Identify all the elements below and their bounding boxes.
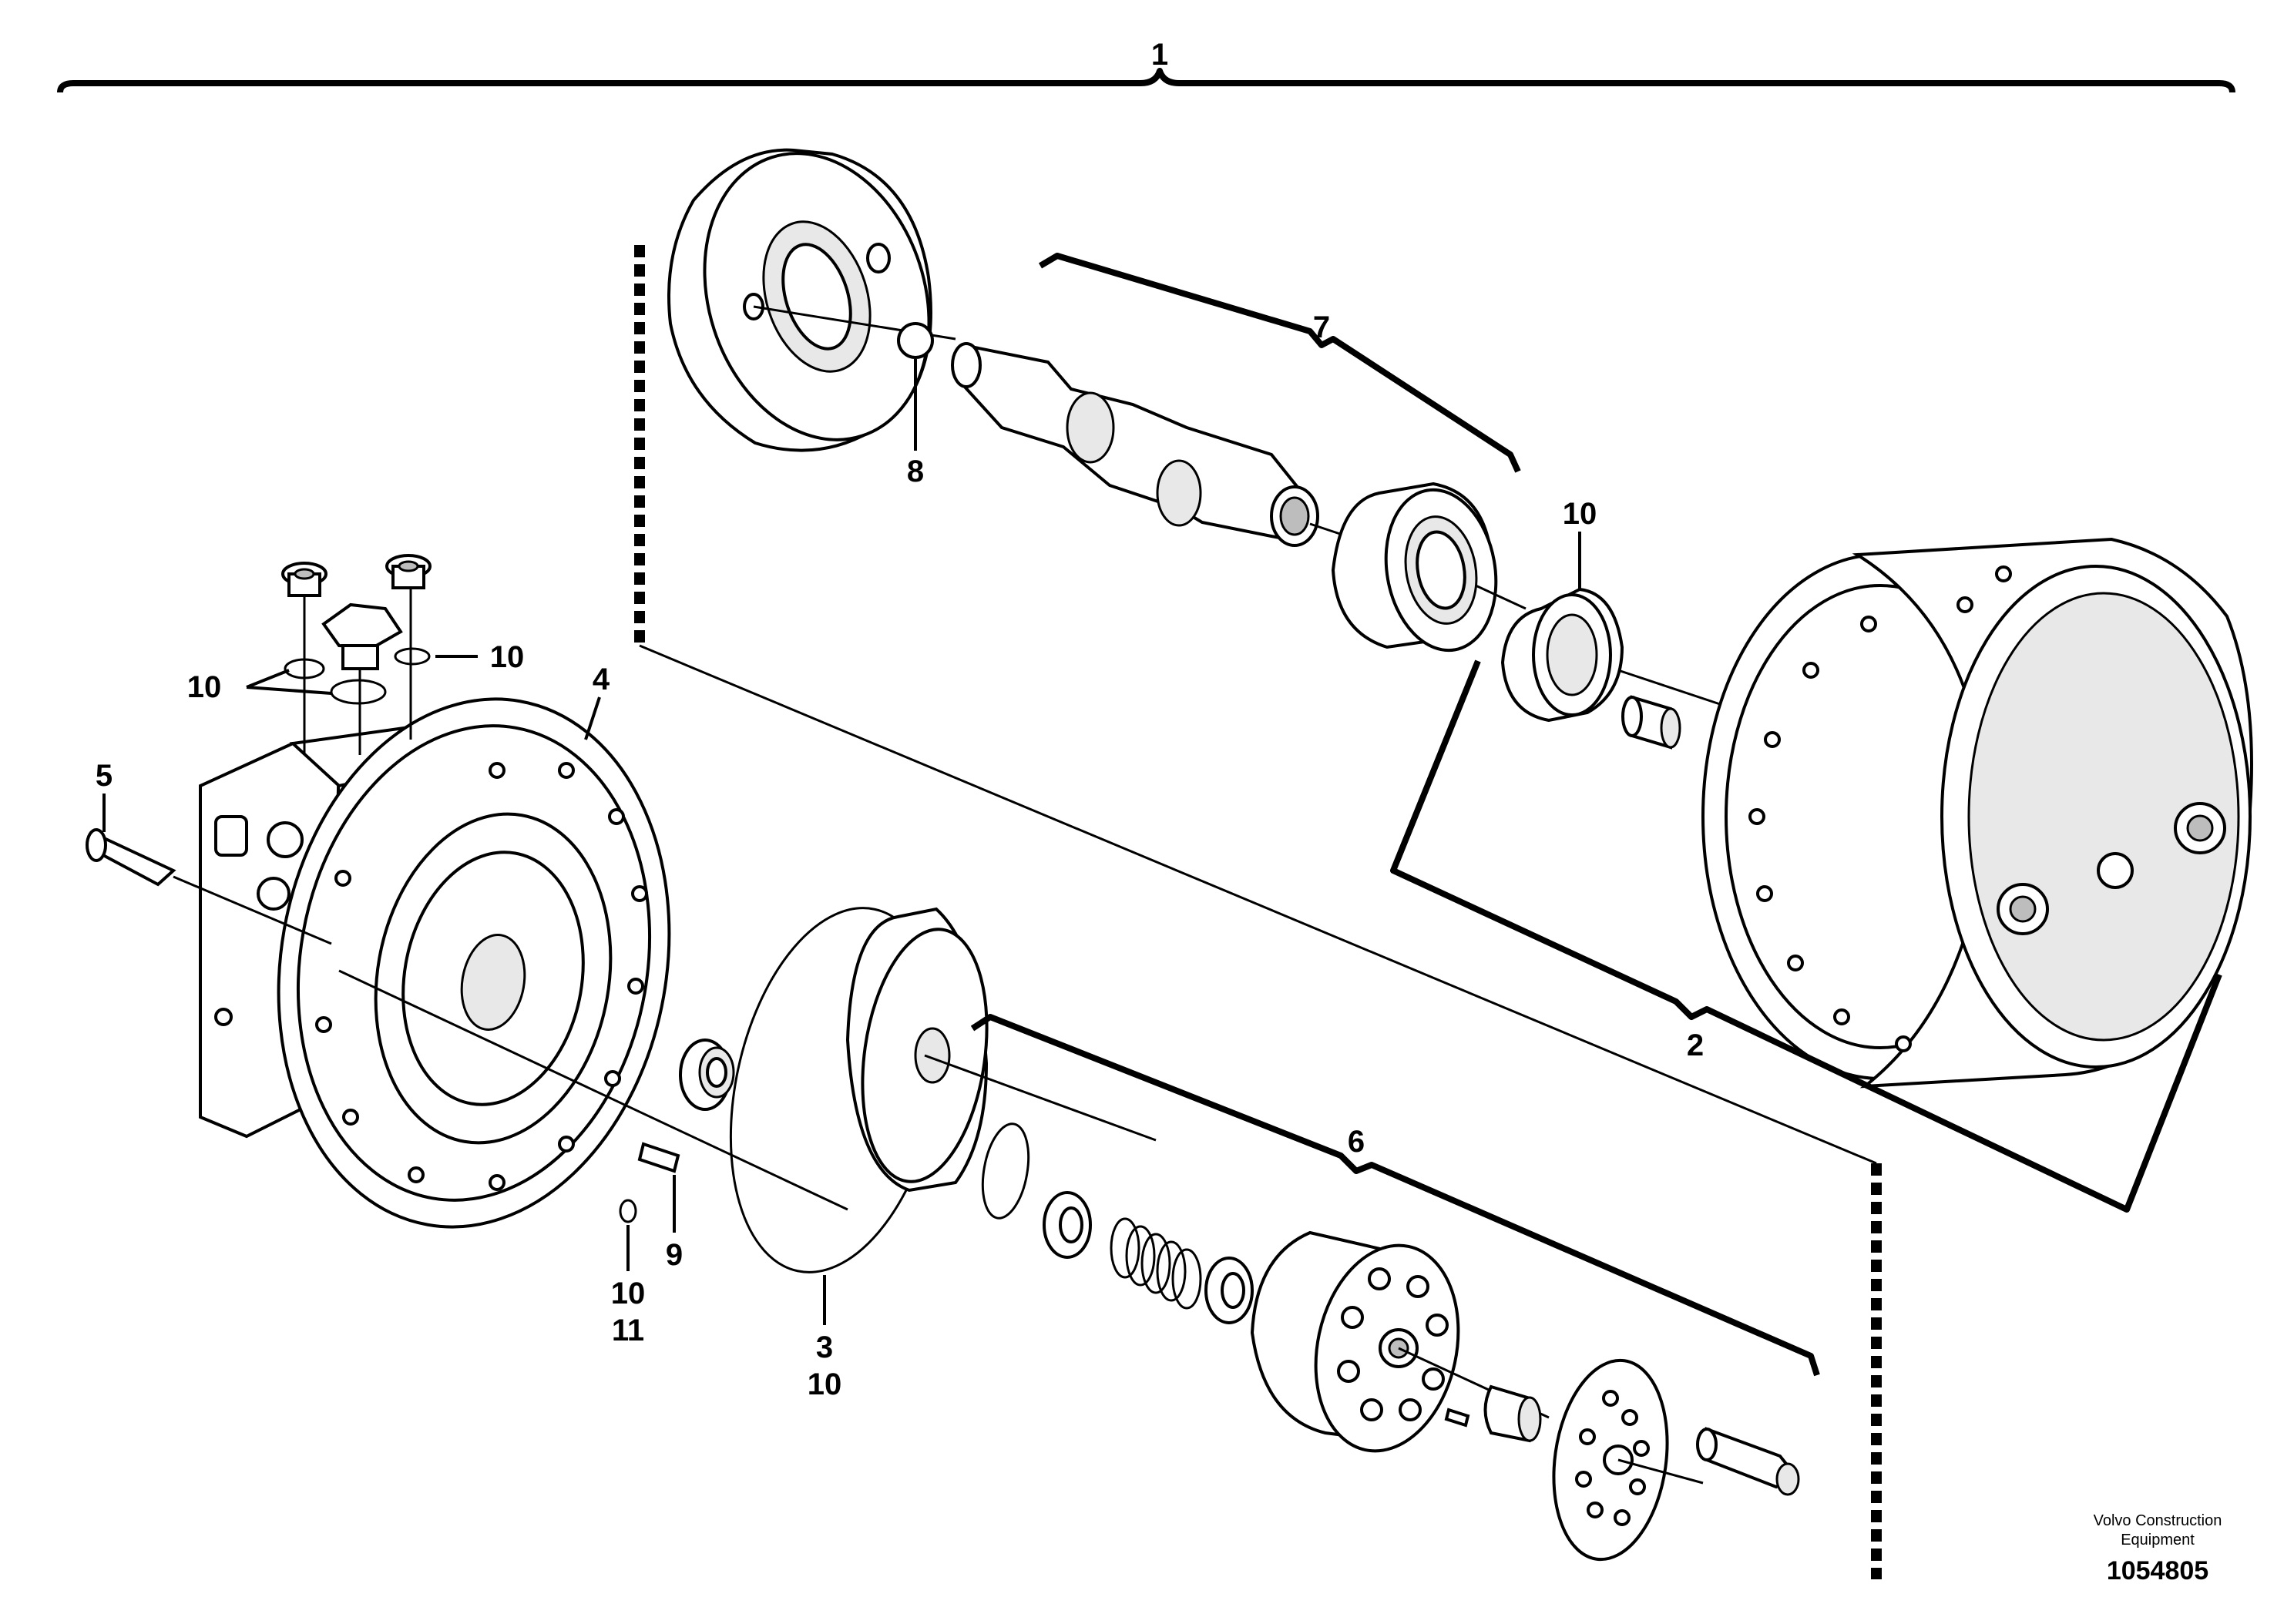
- washer: [1043, 1191, 1092, 1259]
- credit-company-line1: Volvo Construction: [2094, 1512, 2222, 1529]
- callout-10-key: 10: [611, 1277, 646, 1310]
- callout-10-top: 10: [490, 640, 525, 674]
- leader-4: [584, 696, 601, 740]
- axis-line-bearing: [1475, 584, 1527, 610]
- axis-line-valve: [924, 1054, 1157, 1142]
- plug-center: [321, 602, 403, 670]
- callout-9: 9: [666, 1238, 683, 1272]
- o-ring-center: [330, 679, 387, 705]
- valve-plate: [845, 907, 989, 1193]
- cylinder-block: [1250, 1230, 1460, 1453]
- callout-5: 5: [96, 759, 113, 793]
- callout-1: 1: [1151, 38, 1168, 72]
- axis-line-retainer: [1617, 1458, 1704, 1485]
- callout-10-right: 10: [1563, 497, 1597, 531]
- group-connector-line: [639, 644, 1877, 1165]
- assembly-bracket-1: [57, 68, 2235, 93]
- callout-3-10: 10: [808, 1367, 842, 1401]
- bushing: [1621, 695, 1681, 750]
- leader-10-left-a: [246, 669, 290, 689]
- flange-bolt-holes: [315, 762, 648, 1191]
- callout-11-key: 11: [612, 1314, 644, 1347]
- cap-screw: [85, 828, 176, 887]
- small-o-ring: [619, 1199, 637, 1223]
- retainer-plate: [1552, 1358, 1669, 1562]
- washer-second: [1204, 1257, 1254, 1324]
- callout-4: 4: [593, 663, 610, 696]
- spring: [1110, 1217, 1202, 1310]
- callout-2: 2: [1687, 1028, 1704, 1062]
- axis-line-bolt: [173, 875, 332, 945]
- group-bracket-7: [1038, 253, 1521, 473]
- callout-6: 6: [1348, 1125, 1365, 1159]
- credit-company-line2: Equipment: [2121, 1532, 2195, 1549]
- axis-line-housing: [1617, 669, 1735, 710]
- seal-ring-upper: [1500, 587, 1624, 723]
- axis-line-main: [338, 969, 848, 1211]
- plug-right: [385, 554, 432, 589]
- housing-bolt-holes: [1748, 565, 2012, 1052]
- group-bracket-6: [970, 1014, 1820, 1377]
- callout-8: 8: [907, 455, 924, 488]
- group-bracket-2: [1390, 659, 2222, 1213]
- pin: [637, 1142, 680, 1173]
- ball-guide: [1483, 1384, 1542, 1443]
- callout-3: 3: [816, 1330, 833, 1364]
- brake-drum: [667, 148, 932, 452]
- o-ring-right: [394, 647, 431, 666]
- snap-ring: [981, 1122, 1030, 1220]
- drawing-number: 1054805: [2107, 1556, 2208, 1585]
- piston: [1696, 1427, 1800, 1496]
- gear-housing: [1701, 537, 2253, 1089]
- splined-shaft: [951, 342, 1319, 547]
- motor-flange: [277, 697, 671, 1229]
- plug-left: [281, 562, 327, 597]
- roller-bearing: [1331, 481, 1498, 653]
- small-bearing: [679, 1038, 735, 1111]
- callout-10-left: 10: [187, 670, 222, 704]
- steel-ball: [897, 322, 934, 359]
- small-pin: [1444, 1408, 1470, 1428]
- leader-10-left-b: [246, 686, 332, 695]
- callout-7: 7: [1313, 310, 1330, 344]
